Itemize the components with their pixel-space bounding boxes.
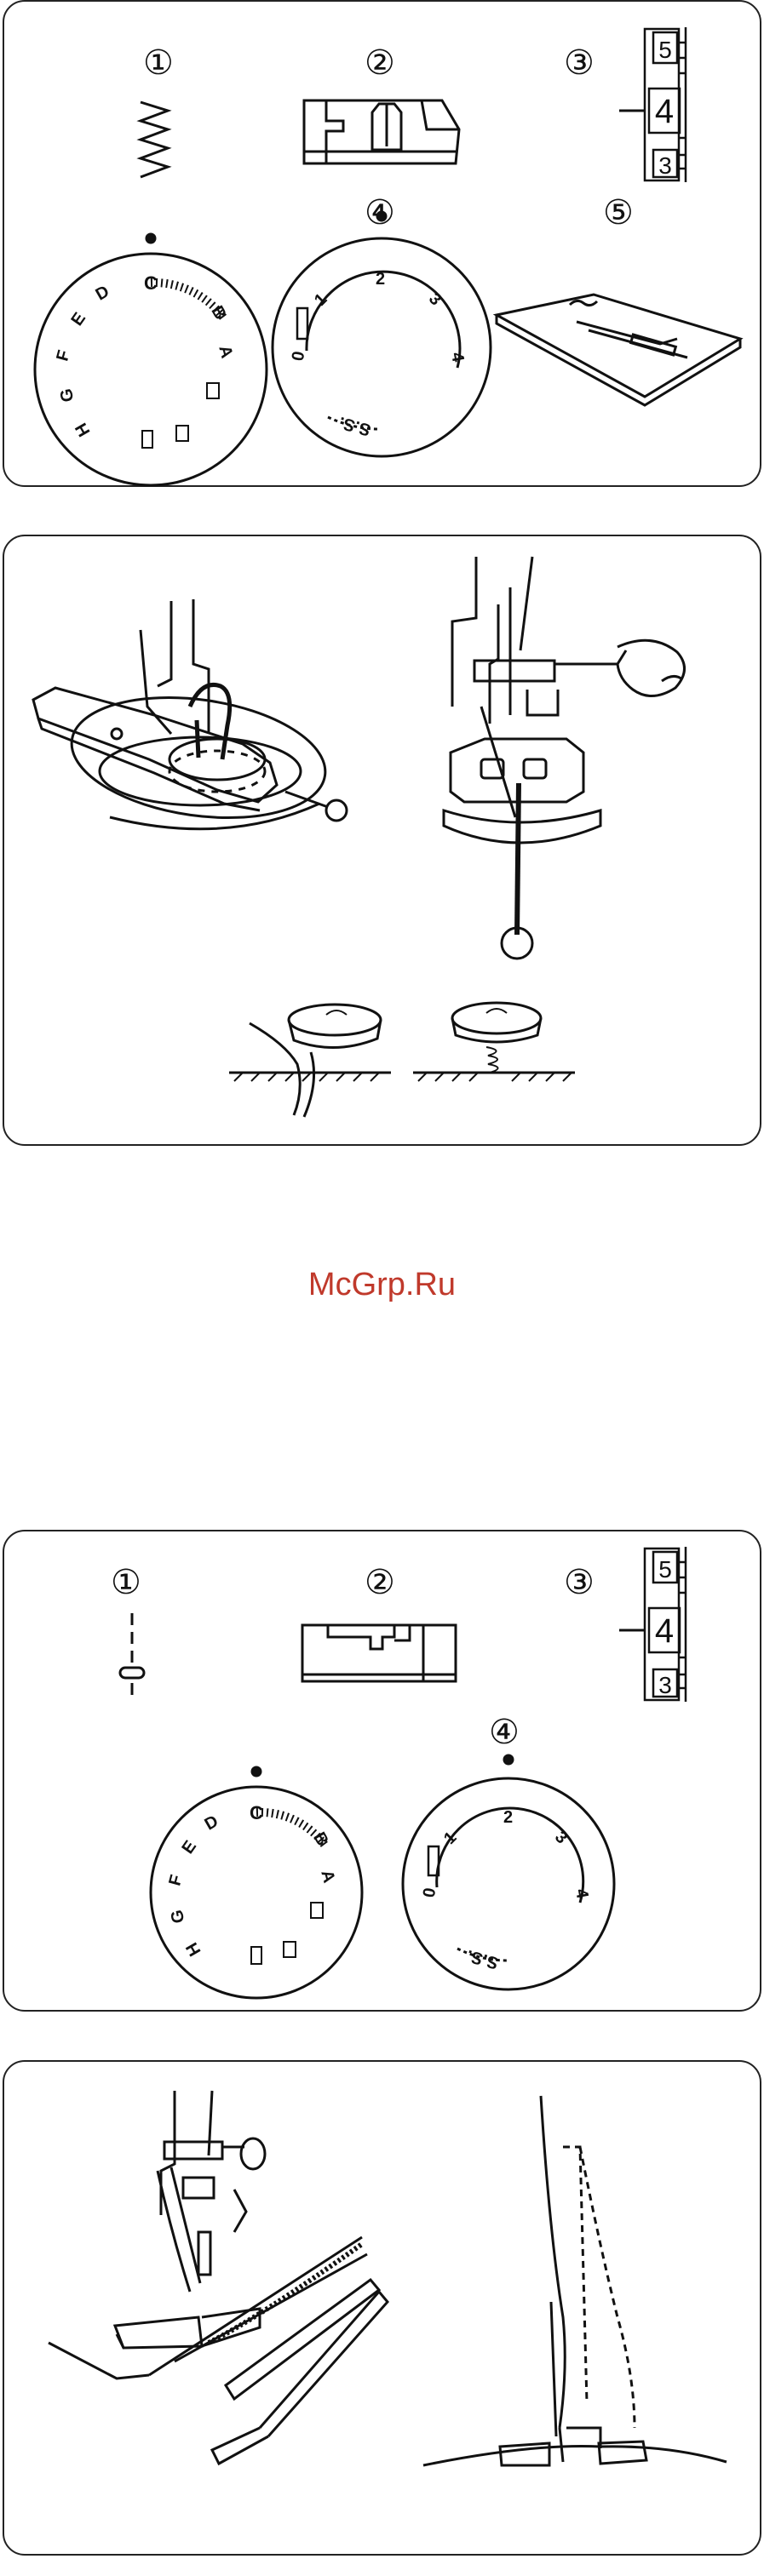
pattern-letter-c: C (144, 272, 158, 294)
pattern-letter-a: A (215, 343, 236, 360)
pattern-letter-g: G (168, 1909, 188, 1925)
stitch-length-window (619, 1547, 686, 1702)
pattern-letter-d: D (202, 1812, 222, 1834)
width-dial (273, 212, 491, 456)
straight-stitch-icon (120, 1613, 144, 1695)
panel1-illustration: 5 4 3 C B A D E F G H 0 1 2 3 4 (4, 2, 763, 489)
pattern-letter-c: C (250, 1802, 263, 1823)
panel3-illustration: 5 4 3 C B A D E F G H 0 1 2 3 4 (4, 1531, 763, 2013)
pattern-letter-f: F (165, 1873, 186, 1887)
zipper-foot-icon (302, 1625, 456, 1681)
width-mark-0: 0 (420, 1886, 440, 1899)
button-foot-side-illustration (33, 599, 347, 833)
pattern-letter-d: D (93, 282, 113, 304)
width-mark-0: 0 (289, 350, 309, 363)
button-foot-front-illustration (444, 557, 685, 959)
pattern-letter-h: H (182, 1939, 204, 1960)
panel4-illustration (4, 2062, 763, 2557)
watermark: McGrp.Ru (0, 1267, 764, 1303)
width-mark-2: 2 (503, 1808, 513, 1827)
length-5: 5 (658, 1556, 672, 1583)
panel-zigzag-settings: ① ② ③ ④ ⑤ 5 4 3 (3, 0, 761, 487)
zipper-foot-sewing-illustration (49, 2091, 388, 2464)
length-5: 5 (658, 37, 672, 63)
panel2-illustration (4, 536, 763, 1148)
pattern-letter-b: B (309, 1829, 331, 1850)
panel-zipper-settings: ① ② ③ ④ (3, 1530, 761, 2012)
feed-cover-plate-icon (497, 295, 740, 405)
width-mark-2: 2 (376, 270, 385, 289)
zigzag-foot-icon (304, 100, 459, 163)
width-dial (403, 1755, 614, 1989)
thread-shank-illustration (229, 1003, 575, 1117)
length-4: 4 (655, 93, 674, 130)
length-3: 3 (658, 152, 672, 179)
pattern-letter-g: G (57, 387, 78, 404)
zipper-placement-illustration (423, 2096, 727, 2465)
panel-zipper-sewing (3, 2060, 761, 2556)
pattern-letter-a: A (317, 1868, 338, 1885)
zigzag-stitch-icon (141, 102, 168, 177)
length-3: 3 (658, 1672, 672, 1698)
panel-button-sewing (3, 535, 761, 1146)
width-mark-1: 1 (311, 290, 330, 310)
pattern-letter-e: E (67, 309, 89, 329)
stitch-length-window (619, 27, 686, 182)
width-mark-ss: S.S. (336, 413, 372, 439)
length-4: 4 (655, 1612, 674, 1650)
pattern-letter-b: B (207, 303, 229, 323)
pattern-letter-h: H (72, 420, 94, 440)
pattern-letter-e: E (178, 1837, 200, 1858)
width-mark-ss: S.S. (464, 1946, 500, 1972)
pattern-letter-f: F (53, 348, 73, 363)
